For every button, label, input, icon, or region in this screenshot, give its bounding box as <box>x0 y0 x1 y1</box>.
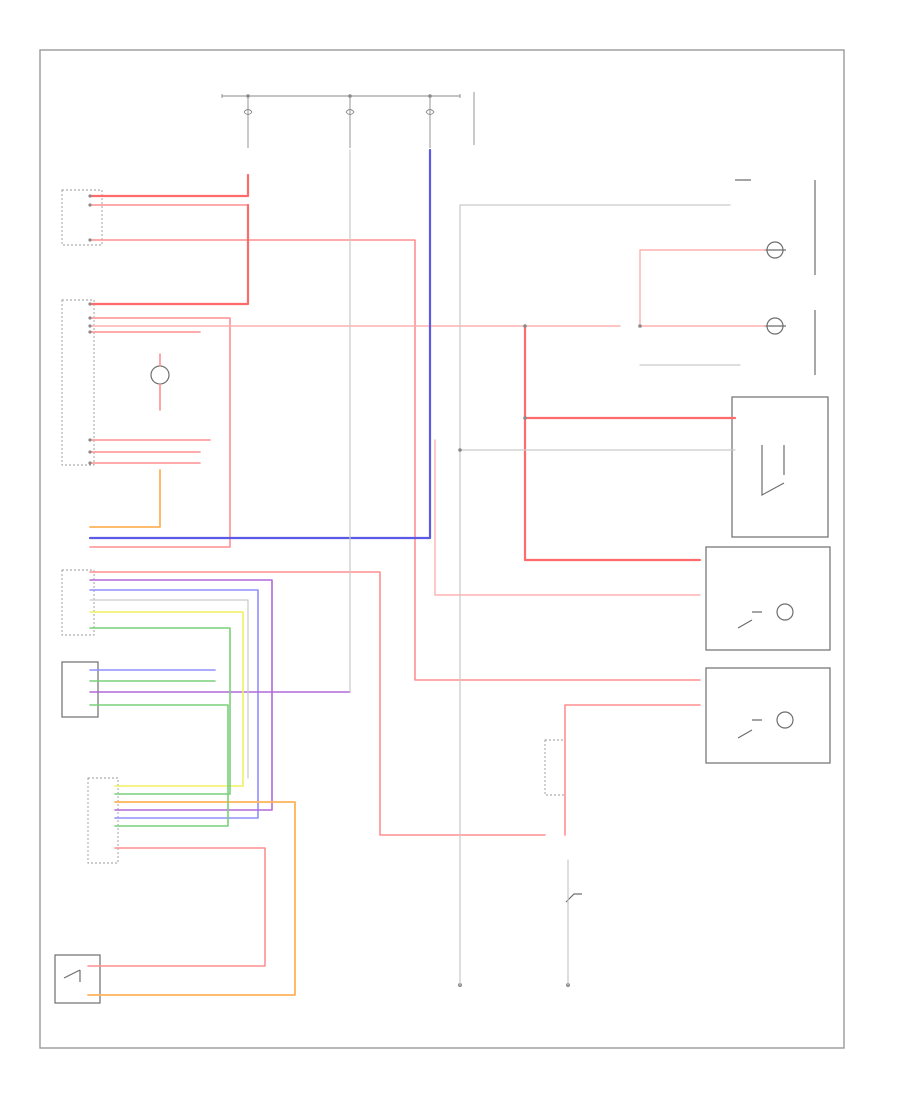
courtesy-lamp-right <box>705 667 831 764</box>
wire-pink-mid <box>434 439 701 596</box>
courtesy-bulb-right-icon <box>776 711 794 729</box>
connector-upper <box>61 189 103 246</box>
wire-red-4 <box>88 203 250 306</box>
courtesy-switch-left-icon <box>737 611 762 629</box>
wire-orange-1 <box>89 469 161 528</box>
courtesy-lamp-left <box>705 546 831 651</box>
wire-violet-1 <box>89 579 273 811</box>
connector-middle <box>61 299 95 466</box>
wire-red-switch <box>87 847 266 967</box>
wire-red-courtesy <box>564 704 701 836</box>
control-module <box>61 661 99 718</box>
courtesy-bulb-left-icon <box>776 603 794 621</box>
wire-green-3 <box>89 704 229 827</box>
wire-blue-2 <box>89 589 259 819</box>
connector-lower <box>61 569 95 636</box>
wire-red-long <box>89 571 546 836</box>
wire-blue-main <box>88 148 432 540</box>
wire-orange-2 <box>87 801 296 996</box>
wire-yellow-1 <box>89 611 244 787</box>
diode-icon <box>565 893 582 903</box>
lamp-mid-right <box>764 310 816 375</box>
relay-center <box>544 739 566 796</box>
wire-red-lamp-2 <box>639 249 766 327</box>
lamp-top-right <box>735 179 816 275</box>
wire-red-3 <box>89 239 701 681</box>
bulb-icon <box>150 365 170 385</box>
switch-contact-icon <box>63 969 81 982</box>
fuse-center <box>345 96 355 148</box>
door-switch-box <box>731 396 829 538</box>
wire-red-1 <box>88 173 250 198</box>
switch-box <box>54 954 101 1004</box>
wire-gray-7 <box>89 599 249 779</box>
diagram-frame <box>39 49 845 1049</box>
wire-red-bus-right <box>523 324 702 562</box>
wire-green-1 <box>89 627 231 795</box>
fuse-right <box>425 96 435 148</box>
power-bus <box>221 92 475 145</box>
connector-bottom <box>87 777 119 864</box>
courtesy-switch-right-icon <box>737 719 762 739</box>
door-switch-contact-icon <box>761 445 785 497</box>
wire-red-5 <box>89 317 231 548</box>
connector-pins <box>88 194 642 465</box>
fuse-left <box>243 96 253 148</box>
